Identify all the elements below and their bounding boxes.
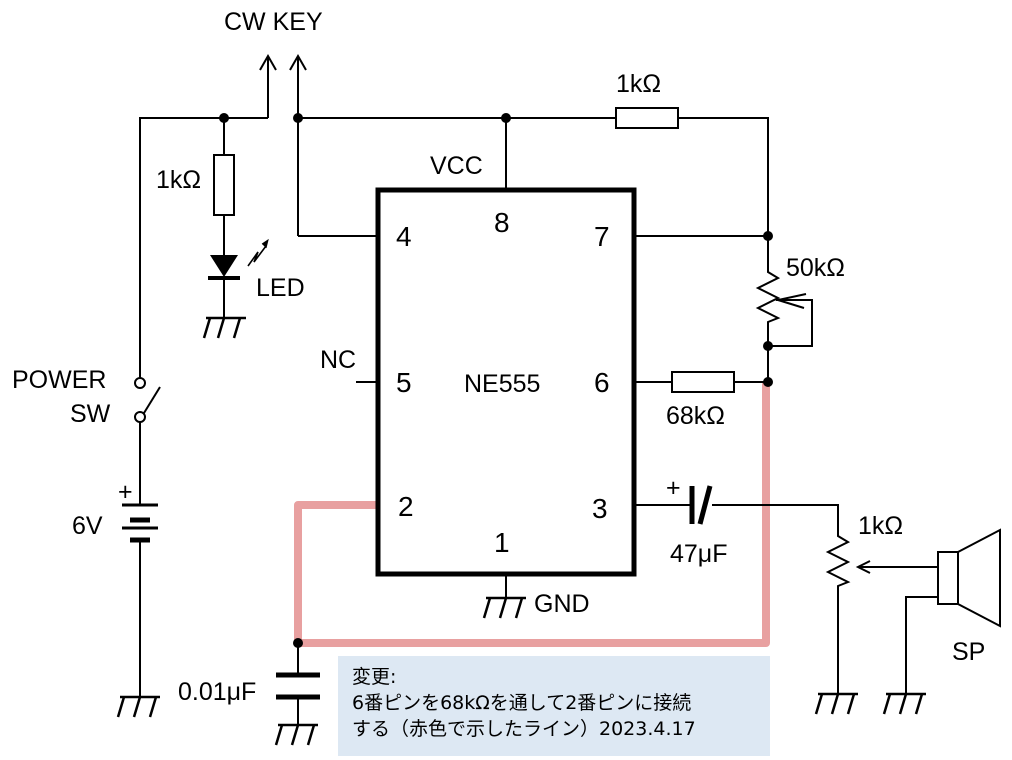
speaker-label: SP [952,638,985,666]
gnd-label: GND [534,590,590,618]
battery-label: 6V [72,512,103,540]
nc-label: NC [320,346,356,374]
pin-2: 2 [398,491,414,522]
resistor-led-label: 1kΩ [156,166,201,194]
pin-7: 7 [594,221,610,252]
cap001-label: 0.01μF [178,678,256,706]
led-symbol [208,238,269,280]
pin-8: 8 [494,207,510,238]
note-line-1: 変更: [352,666,397,688]
pin-4: 4 [396,221,412,252]
ground-symbols [116,316,926,746]
resistor-top-1k [615,107,679,129]
pin-1: 1 [494,527,510,558]
resistor-68k-label: 68kΩ [666,402,725,430]
battery-plus: + [118,478,133,506]
vcc-label: VCC [430,152,483,180]
cap47-plus: + [666,474,681,502]
change-note: 変更: 6番ピンを68kΩを通して2番ピンに接続 する（赤色で示したライン）20… [338,656,770,756]
pin-6: 6 [594,367,610,398]
pot1k-label: 1kΩ [858,512,903,540]
potentiometer-1k [825,530,938,590]
resistor-top-label: 1kΩ [616,70,661,98]
potentiometer-50k [755,268,807,326]
capacitor-0.01uf [276,672,320,700]
capacitor-47uf [689,485,713,525]
sw-label: SW [70,400,111,428]
ic-name-label: NE555 [464,370,540,398]
resistor-led-1k [213,154,235,216]
pin-3: 3 [592,493,608,524]
resistor-68k [671,371,735,393]
note-line-3: する（赤色で示したライン）2023.4.17 [352,718,696,740]
power-label: POWER [12,366,106,394]
junction-dots [219,113,773,648]
pin-5: 5 [396,367,412,398]
wires [139,58,938,725]
cw-key-label: CW KEY [224,8,323,36]
led-label: LED [256,274,305,302]
speaker-symbol [937,528,1001,628]
ne555-ic [375,187,637,577]
note-line-2: 6番ピンを68kΩを通して2番ピンに接続 [352,692,692,714]
power-switch [134,377,161,423]
pot50k-label: 50kΩ [786,254,845,282]
battery-symbol [122,503,158,543]
cap47-label: 47μF [670,540,727,568]
cw-key-arrows [259,53,307,71]
